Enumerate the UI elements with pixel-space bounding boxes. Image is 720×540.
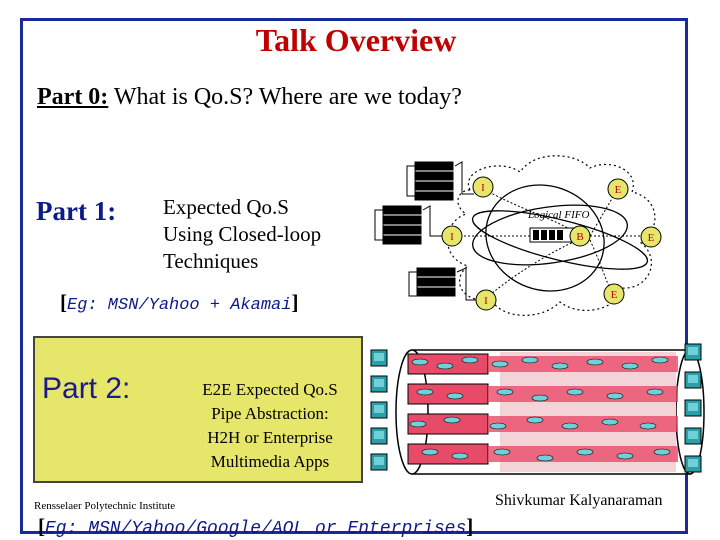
egress-label: E <box>615 184 622 196</box>
part2-desc-line: E2E Expected Qo.S <box>202 380 338 399</box>
ingress-node: I <box>472 176 494 198</box>
egress-node: E <box>603 283 625 305</box>
bottleneck-label: B <box>576 231 583 243</box>
author-footer: Shivkumar Kalyanaraman <box>495 492 663 509</box>
ingress-label: I <box>481 182 485 194</box>
packet-flows <box>409 356 671 462</box>
part2-highlight-box <box>33 336 363 483</box>
egress-label: E <box>611 289 618 301</box>
bracket-close: ] <box>291 290 299 314</box>
ingress-label: I <box>484 295 488 307</box>
part2-description: E2E Expected Qo.S Pipe Abstraction: H2H … <box>180 378 360 474</box>
part2-desc-line: Pipe Abstraction: <box>211 404 329 423</box>
part1-label: Part 1: <box>36 196 117 226</box>
pipe-abstraction <box>370 343 705 475</box>
part1-example-text: Eg: MSN/Yahoo + Akamai <box>67 296 292 315</box>
part0-label: Part 0: <box>37 84 109 110</box>
bracket-close: ] <box>466 514 474 538</box>
part2-desc-line: H2H or Enterprise <box>207 428 333 447</box>
part2-label: Part 2: <box>42 372 131 405</box>
part2-desc-line: Multimedia Apps <box>210 452 330 471</box>
slide-frame <box>20 18 688 534</box>
bottleneck-node: B <box>569 225 591 247</box>
institution-footer: Rensselaer Polytechnic Institute <box>34 500 176 512</box>
router-icon <box>408 267 456 297</box>
host-screens-left <box>374 353 384 465</box>
access-links <box>422 161 478 301</box>
part1-description: Expected Qo.S Using Closed-loop Techniqu… <box>163 194 321 275</box>
part0-text: What is Qo.S? Where are we today? <box>108 84 462 110</box>
ingress-node: I <box>441 225 463 247</box>
router-icon <box>406 161 454 201</box>
router-icon <box>374 205 422 245</box>
part0-line: Part 0: What is Qo.S? Where are we today… <box>37 84 462 111</box>
bracket-open: [ <box>60 290 67 314</box>
part1-desc-line: Expected Qo.S <box>163 195 289 219</box>
ingress-label: I <box>450 231 454 243</box>
logical-fifo-queue <box>529 227 575 243</box>
egress-label: E <box>648 232 655 244</box>
host-screens-right <box>688 347 698 467</box>
slide-title: Talk Overview <box>255 22 457 58</box>
bracket-open: [ <box>38 514 45 538</box>
fifo-label: Logical FIFO <box>527 209 589 221</box>
part2-example-text: Eg: MSN/Yahoo/Google/AOL or Enterprises <box>45 519 467 539</box>
flow-ellipses <box>471 184 649 292</box>
ingress-node: I <box>475 289 497 311</box>
part1-desc-line: Techniques <box>163 249 259 273</box>
part2-example: [Eg: MSN/Yahoo/Google/AOL or Enterprises… <box>38 514 473 539</box>
egress-node: E <box>640 226 662 248</box>
egress-node: E <box>607 178 629 200</box>
part1-desc-line: Using Closed-loop <box>163 222 322 246</box>
part1-example: [Eg: MSN/Yahoo + Akamai] <box>60 290 298 315</box>
